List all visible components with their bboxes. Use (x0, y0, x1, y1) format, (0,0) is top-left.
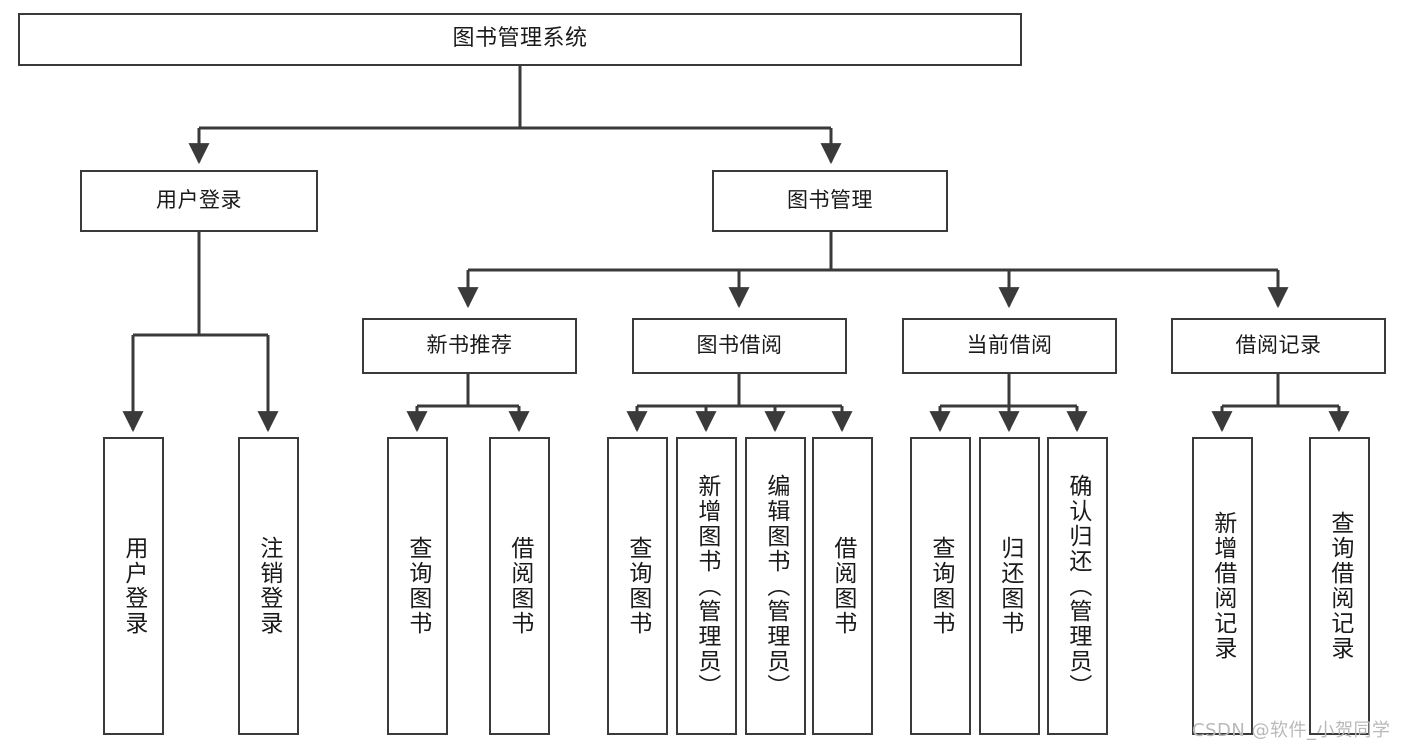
node-leaf-query-borrow-record-label: 查询借阅记录 (1326, 511, 1353, 661)
node-leaf-user-login[interactable]: 用户登录 (103, 437, 164, 735)
node-leaf-query-borrow-record[interactable]: 查询借阅记录 (1309, 437, 1370, 735)
node-leaf-return-book[interactable]: 归还图书 (979, 437, 1040, 735)
node-leaf-query-book-1-label: 查询图书 (404, 536, 431, 636)
node-leaf-add-book-label: 新增图书（管理员） (693, 473, 720, 699)
node-user-login-label: 用户登录 (156, 188, 242, 213)
node-leaf-query-book-3-label: 查询图书 (927, 536, 954, 636)
node-leaf-edit-book[interactable]: 编辑图书（管理员） (745, 437, 806, 735)
node-user-login[interactable]: 用户登录 (80, 170, 318, 232)
node-book-borrow[interactable]: 图书借阅 (632, 318, 847, 374)
node-leaf-query-book-2[interactable]: 查询图书 (607, 437, 668, 735)
node-borrow-record[interactable]: 借阅记录 (1171, 318, 1386, 374)
node-leaf-borrow-book-2[interactable]: 借阅图书 (812, 437, 873, 735)
node-leaf-confirm-return[interactable]: 确认归还（管理员） (1047, 437, 1108, 735)
node-borrow-record-label: 借阅记录 (1235, 333, 1322, 358)
node-leaf-user-login-label: 用户登录 (120, 536, 147, 636)
node-leaf-borrow-book-1-label: 借阅图书 (506, 536, 533, 636)
node-current-borrow-label: 当前借阅 (966, 333, 1053, 358)
node-leaf-confirm-return-label: 确认归还（管理员） (1064, 473, 1091, 699)
node-current-borrow[interactable]: 当前借阅 (902, 318, 1117, 374)
node-root-label: 图书管理系统 (452, 26, 588, 52)
node-leaf-add-borrow-record-label: 新增借阅记录 (1209, 511, 1236, 661)
node-leaf-borrow-book-1[interactable]: 借阅图书 (489, 437, 550, 735)
node-new-book-recommend[interactable]: 新书推荐 (362, 318, 577, 374)
node-leaf-query-book-1[interactable]: 查询图书 (387, 437, 448, 735)
node-leaf-borrow-book-2-label: 借阅图书 (829, 536, 856, 636)
node-leaf-add-book[interactable]: 新增图书（管理员） (676, 437, 737, 735)
node-leaf-add-borrow-record[interactable]: 新增借阅记录 (1192, 437, 1253, 735)
node-book-management[interactable]: 图书管理 (712, 170, 948, 232)
node-leaf-edit-book-label: 编辑图书（管理员） (762, 473, 789, 699)
node-leaf-return-book-label: 归还图书 (996, 536, 1023, 636)
watermark-text: CSDN @软件_小贺同学 (1192, 720, 1391, 741)
node-new-book-recommend-label: 新书推荐 (426, 333, 513, 358)
node-leaf-query-book-3[interactable]: 查询图书 (910, 437, 971, 735)
node-leaf-query-book-2-label: 查询图书 (624, 536, 651, 636)
node-book-borrow-label: 图书借阅 (696, 333, 783, 358)
node-leaf-logout-login-label: 注销登录 (255, 536, 282, 636)
node-root-system[interactable]: 图书管理系统 (18, 13, 1022, 66)
node-leaf-logout-login[interactable]: 注销登录 (238, 437, 299, 735)
node-book-management-label: 图书管理 (787, 188, 873, 213)
